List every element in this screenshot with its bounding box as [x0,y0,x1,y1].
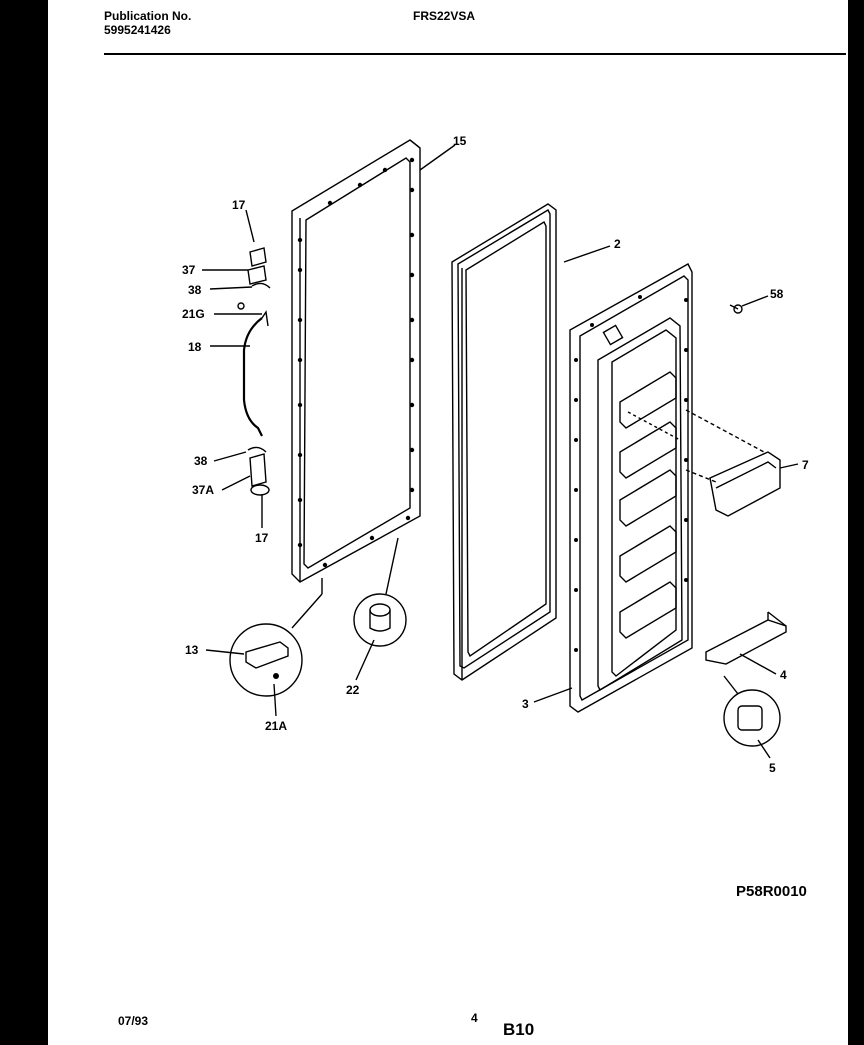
outer-door-panel [291,139,421,583]
handle-assembly [237,247,271,496]
callout-4: 4 [780,668,787,682]
diagram-code: P58R0010 [736,883,807,900]
hinge-detail [229,578,323,697]
callout-2: 2 [614,237,621,251]
footer-section: B10 [503,1020,535,1039]
leader-lines [202,144,799,759]
callout-37: 37 [182,263,196,277]
door-bin [685,409,781,517]
diagram-sheet [48,0,848,1045]
publication-number: 5995241426 [104,23,171,37]
footer-date: 07/93 [118,1014,149,1028]
callout-21a: 21A [265,719,288,733]
callout-38-bottom: 38 [194,454,208,468]
model-number: FRS22VSA [413,9,476,23]
footer-page-number: 4 [471,1011,478,1025]
inner-door-liner [569,263,693,713]
callout-13: 13 [185,643,199,657]
callout-17-bottom: 17 [255,531,269,545]
bottom-trim-bracket [705,611,787,665]
callout-37a: 37A [192,483,215,497]
door-gasket [451,203,557,681]
door-stop-detail [353,537,407,647]
callout-18: 18 [188,340,202,354]
callout-58: 58 [770,287,784,301]
callout-3: 3 [522,697,529,711]
publication-label: Publication No. [104,9,192,23]
callout-22: 22 [346,683,360,697]
callout-21g: 21G [182,307,205,321]
callout-15: 15 [453,134,467,148]
callout-17-top: 17 [232,198,246,212]
callout-5: 5 [769,761,776,775]
cap-detail [723,675,781,747]
callout-38-top: 38 [188,283,202,297]
screw-58 [729,304,743,314]
callout-7: 7 [802,458,809,472]
